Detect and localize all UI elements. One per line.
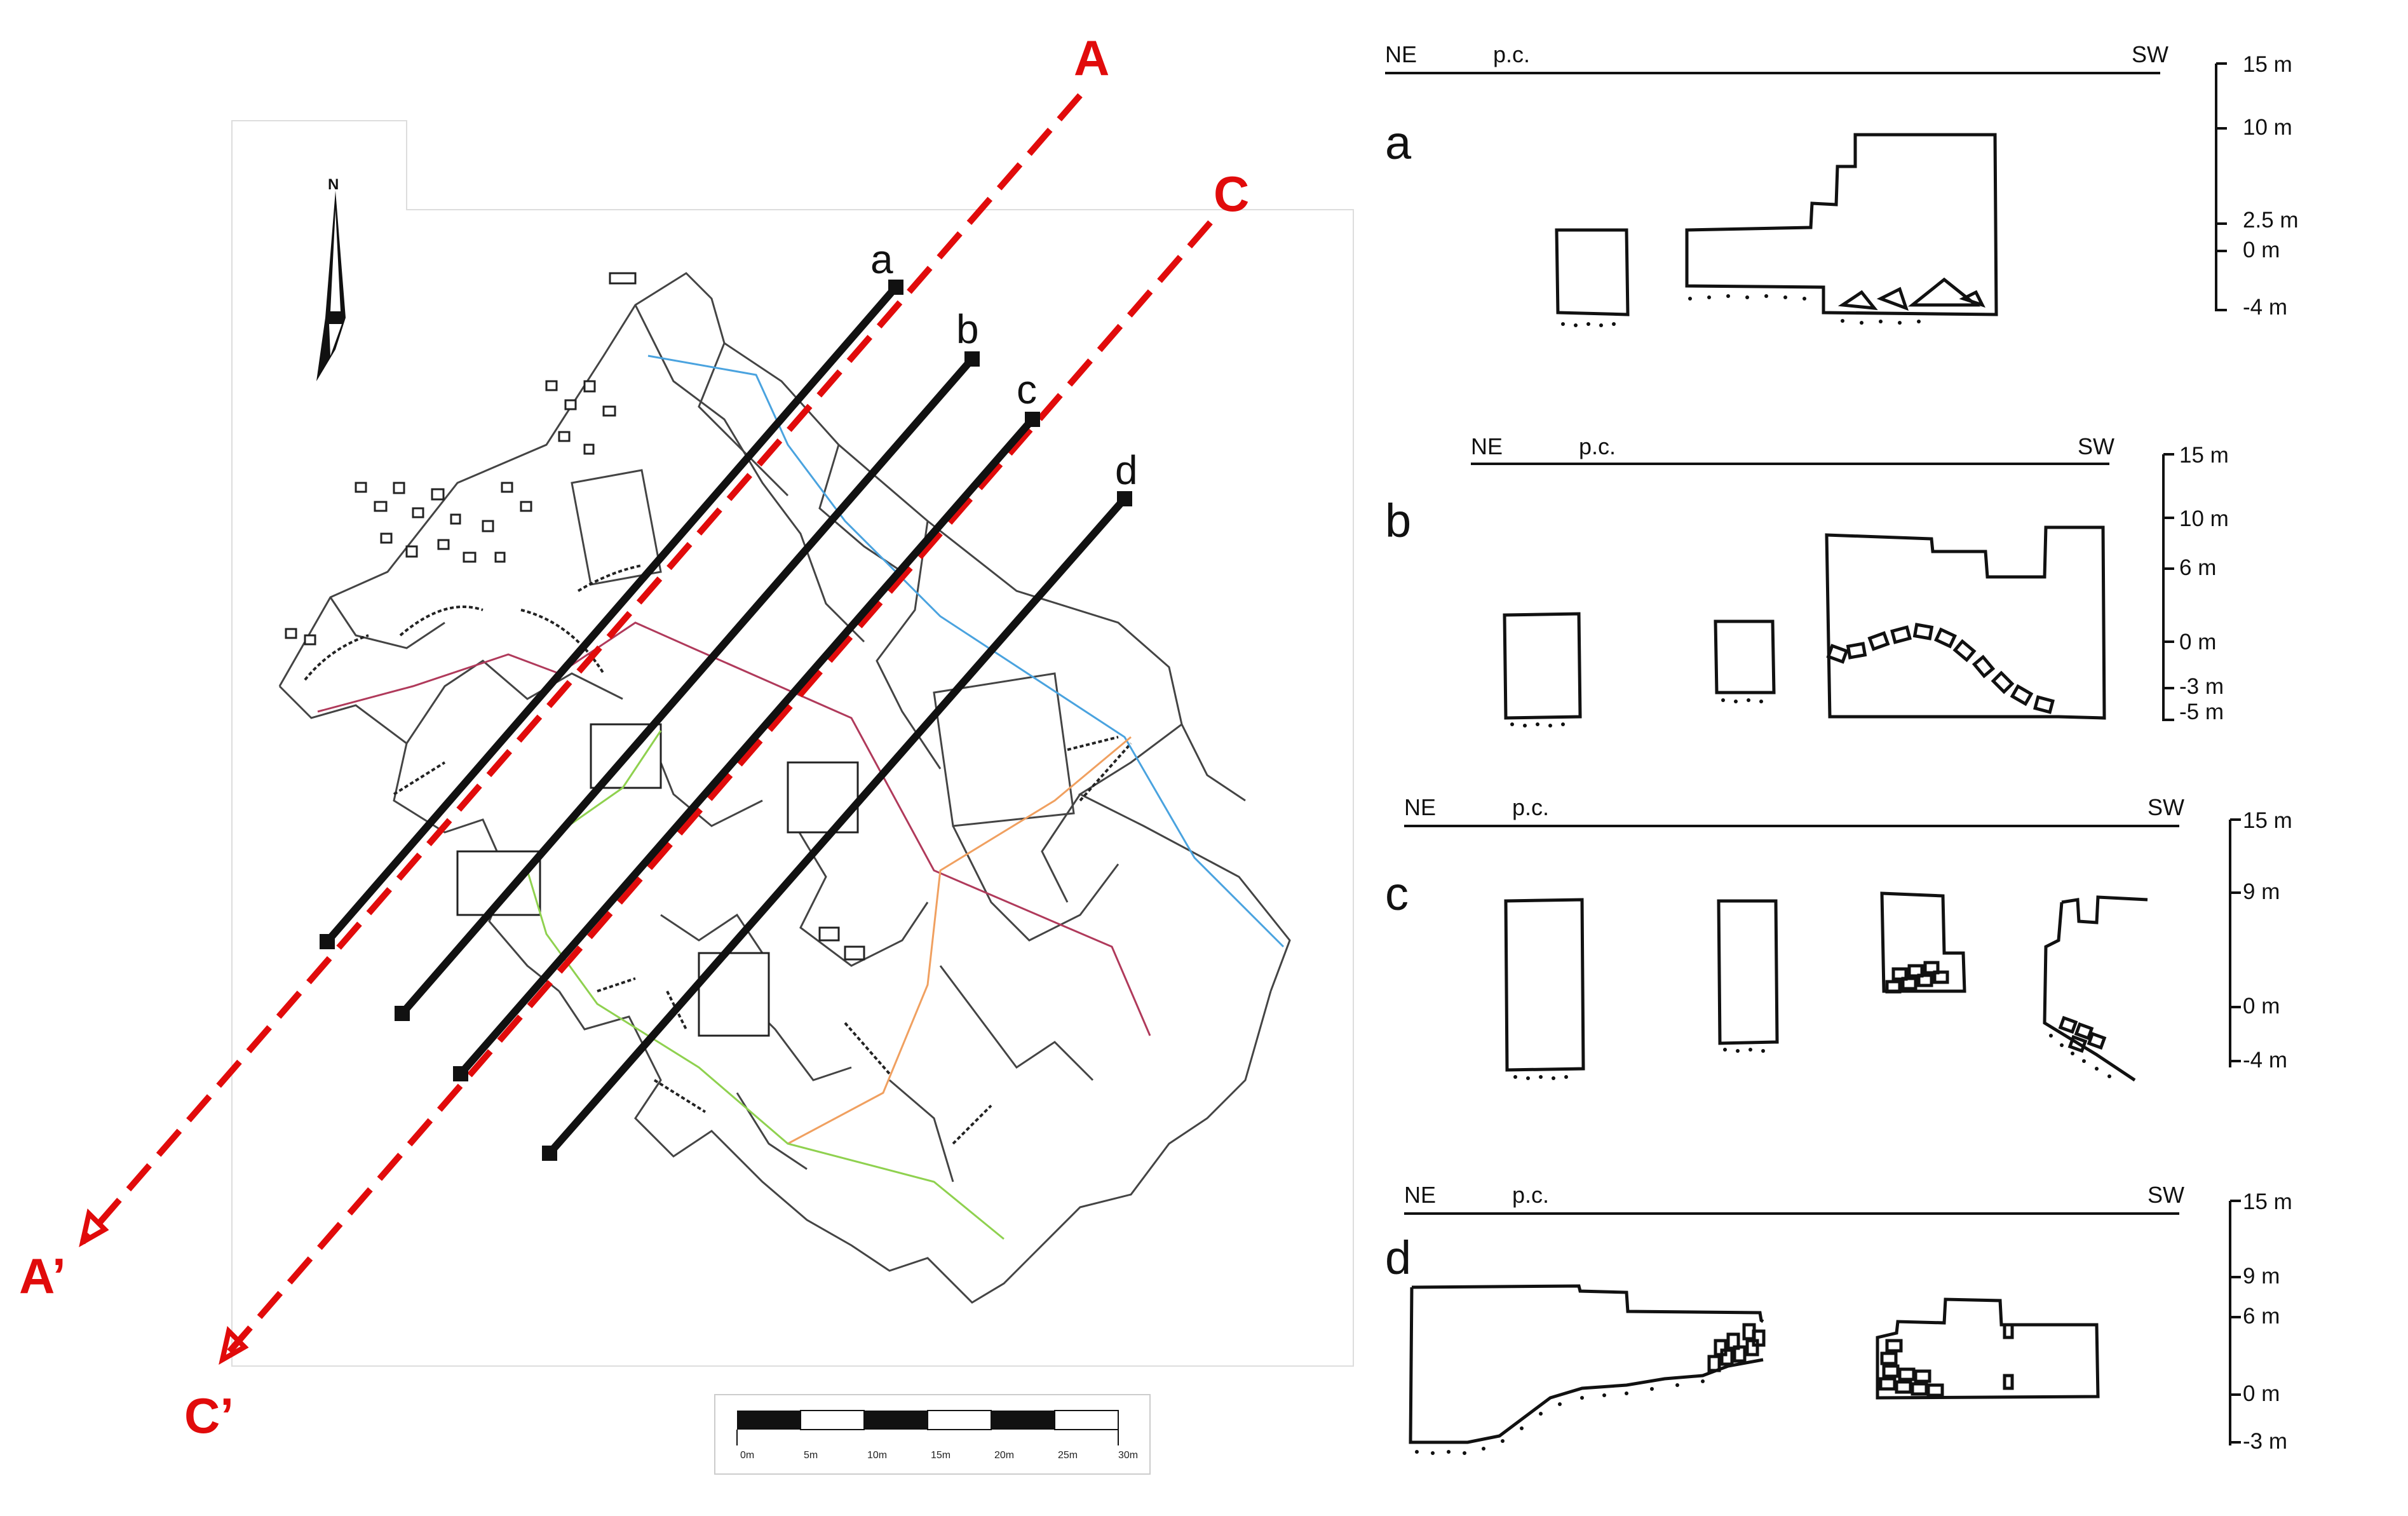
site-map: N xyxy=(19,30,1354,1475)
path-green xyxy=(526,730,1004,1240)
scale-tick-5: 25m xyxy=(1058,1450,1078,1461)
section-c-ground-dots xyxy=(1513,1034,2111,1080)
scale-tick-2: 10m xyxy=(867,1450,887,1461)
section-c-profile xyxy=(1504,891,2148,1082)
section-b-pc-label: p.c. xyxy=(1579,433,1616,459)
section-a-scale: 15 m 10 m 2.5 m 0 m -4 m xyxy=(2215,52,2299,320)
section-a-profile xyxy=(1555,133,1998,316)
section-c-title: c xyxy=(1385,867,1409,920)
section-d-scale-0: 0 m xyxy=(2243,1381,2280,1406)
scale-tick-6: 30m xyxy=(1118,1450,1138,1461)
section-d-scale-15: 15 m xyxy=(2243,1189,2292,1214)
section-d-profile xyxy=(1409,1284,2100,1444)
path-red xyxy=(317,621,1151,1036)
profile-line-d xyxy=(546,496,1128,1156)
cut-label-a-prime: A’ xyxy=(19,1248,66,1304)
section-b-title: b xyxy=(1385,494,1411,547)
cut-line-a xyxy=(80,93,1083,1245)
section-d-pc-label: p.c. xyxy=(1512,1182,1549,1208)
section-d-scale-minus3: -3 m xyxy=(2243,1429,2287,1454)
section-d-ground-dots xyxy=(1415,1379,1705,1455)
section-d-sw-label: SW xyxy=(2148,1182,2184,1208)
section-c-scale-9: 9 m xyxy=(2243,879,2280,904)
section-d: NE p.c. SW d 15 m 9 xyxy=(1385,1182,2292,1455)
section-b-ne-label: NE xyxy=(1471,433,1503,459)
section-b-scale-0: 0 m xyxy=(2179,630,2216,654)
arrowhead-c-icon xyxy=(219,1326,249,1365)
cut-label-c-prime: C’ xyxy=(184,1388,234,1444)
scale-tick-1: 5m xyxy=(804,1450,818,1461)
north-arrow-icon: N xyxy=(316,176,346,381)
section-a-scale-2-5: 2.5 m xyxy=(2243,208,2299,233)
scale-bar: 0m 5m 10m 15m 20m 25m 30m xyxy=(714,1394,1151,1475)
section-b-scale-15: 15 m xyxy=(2179,443,2229,468)
section-b-profile xyxy=(1503,525,2106,720)
north-label: N xyxy=(328,176,339,193)
scale-tick-0: 0m xyxy=(740,1450,754,1461)
section-c-scale-15: 15 m xyxy=(2243,808,2292,833)
section-b-scale-minus3: -3 m xyxy=(2179,674,2224,699)
section-a-ne-label: NE xyxy=(1385,41,1417,67)
section-a-title: a xyxy=(1385,116,1412,169)
section-c-scale: 15 m 9 m 0 m -4 m xyxy=(2229,808,2292,1073)
scale-tick-4: 20m xyxy=(994,1450,1014,1461)
section-c-scale-minus4: -4 m xyxy=(2243,1048,2287,1073)
section-a-scale-15: 15 m xyxy=(2243,52,2292,77)
arrowhead-a-icon xyxy=(79,1208,109,1247)
section-a-scale-minus4: -4 m xyxy=(2243,295,2287,320)
section-d-ne-label: NE xyxy=(1404,1182,1436,1208)
section-b-scale-10: 10 m xyxy=(2179,506,2229,531)
cut-line-c xyxy=(220,220,1213,1362)
profile-line-b xyxy=(399,356,975,1016)
section-c-pc-label: p.c. xyxy=(1512,794,1549,820)
section-a-ground-dots xyxy=(1561,294,1921,327)
scale-tick-3: 15m xyxy=(931,1450,950,1461)
path-orange xyxy=(787,736,1132,1145)
profile-line-a xyxy=(324,285,899,944)
section-b-scale-6: 6 m xyxy=(2179,555,2216,580)
section-a: NE p.c. SW a 15 m 10 m 2.5 m 0 m -4 m xyxy=(1385,41,2299,327)
profile-endpoints xyxy=(320,280,1132,1161)
section-b-ground-dots xyxy=(1510,698,1763,728)
section-a-scale-0: 0 m xyxy=(2243,238,2280,262)
profile-label-c: c xyxy=(1017,367,1037,412)
section-c-ne-label: NE xyxy=(1404,794,1436,820)
profile-label-d: d xyxy=(1115,447,1138,493)
map-frame xyxy=(231,120,1354,1367)
section-b-sw-label: SW xyxy=(2078,433,2114,459)
path-blue xyxy=(647,355,1285,948)
profile-label-b: b xyxy=(956,306,979,352)
cut-label-a: A xyxy=(1074,30,1109,86)
section-c-sw-label: SW xyxy=(2148,794,2184,820)
section-b-scale: 15 m 10 m 6 m 0 m -3 m -5 m xyxy=(2162,443,2229,724)
profile-line-c xyxy=(457,417,1036,1076)
section-d-scale: 15 m 9 m 6 m 0 m -3 m xyxy=(2229,1189,2292,1454)
section-d-title: d xyxy=(1385,1231,1411,1284)
profile-lines xyxy=(324,285,1128,1156)
section-c: NE p.c. SW c 15 m xyxy=(1385,794,2292,1082)
section-d-scale-6: 6 m xyxy=(2243,1304,2280,1329)
section-a-pc-label: p.c. xyxy=(1493,41,1530,67)
section-c-scale-0: 0 m xyxy=(2243,994,2280,1019)
wall-segments xyxy=(304,564,1132,1145)
cut-label-c: C xyxy=(1214,166,1249,222)
section-b-scale-minus5: -5 m xyxy=(2179,700,2224,724)
section-a-scale-10: 10 m xyxy=(2243,115,2292,140)
section-d-scale-9: 9 m xyxy=(2243,1264,2280,1289)
profile-label-a: a xyxy=(870,236,893,282)
section-a-sw-label: SW xyxy=(2132,41,2168,67)
section-b: NE p.c. SW b xyxy=(1385,433,2229,728)
